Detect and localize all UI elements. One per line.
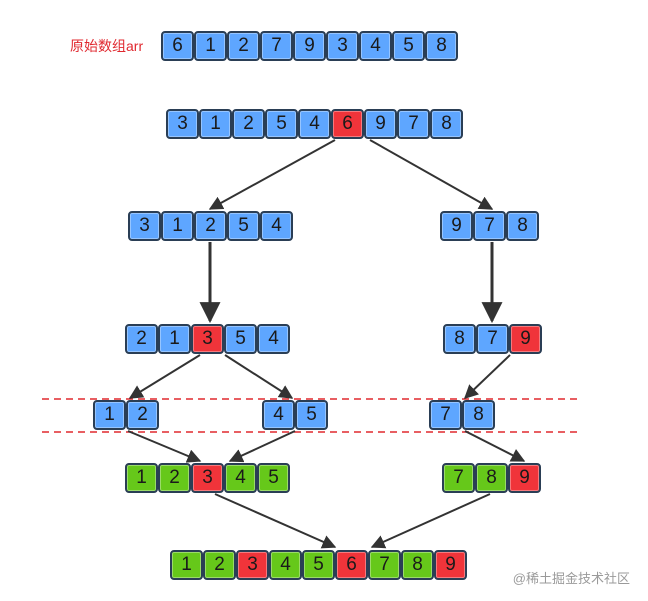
merge-arrow bbox=[214, 493, 337, 549]
split-arrow bbox=[224, 354, 294, 399]
array-cell: 9 bbox=[364, 109, 397, 139]
array-cell: 2 bbox=[125, 324, 158, 354]
array-cell: 2 bbox=[227, 31, 260, 61]
array-cell: 2 bbox=[194, 211, 227, 241]
array-cell: 8 bbox=[430, 109, 463, 139]
array-cell: 3 bbox=[128, 211, 161, 241]
array-cell: 2 bbox=[232, 109, 265, 139]
array-cell: 8 bbox=[506, 211, 539, 241]
array-cell: 5 bbox=[265, 109, 298, 139]
array-cell: 8 bbox=[425, 31, 458, 61]
array-cell: 1 bbox=[158, 324, 191, 354]
array-cell: 7 bbox=[368, 550, 401, 580]
array-cell: 3 bbox=[326, 31, 359, 61]
array-cell: 6 bbox=[331, 109, 364, 139]
array-cell: 4 bbox=[269, 550, 302, 580]
array-cell: 1 bbox=[199, 109, 232, 139]
array-cell: 8 bbox=[475, 463, 508, 493]
array-cell: 7 bbox=[429, 400, 462, 430]
array-cell: 5 bbox=[295, 400, 328, 430]
array-cell: 2 bbox=[158, 463, 191, 493]
array-cell: 4 bbox=[257, 324, 290, 354]
array-cell: 1 bbox=[125, 463, 158, 493]
merge-arrow bbox=[370, 493, 491, 549]
array-cell: 9 bbox=[440, 211, 473, 241]
array-cell: 5 bbox=[392, 31, 425, 61]
array-cell: 8 bbox=[462, 400, 495, 430]
array-cell: 5 bbox=[227, 211, 260, 241]
array-cell: 3 bbox=[191, 463, 224, 493]
array-cell: 9 bbox=[508, 463, 541, 493]
split-arrow bbox=[208, 139, 336, 210]
array-cell: 7 bbox=[442, 463, 475, 493]
array-cell: 8 bbox=[401, 550, 434, 580]
original-array-label: 原始数组arr bbox=[70, 38, 144, 54]
merge-arrow bbox=[464, 430, 526, 462]
array-cell: 1 bbox=[93, 400, 126, 430]
array-cell: 7 bbox=[397, 109, 430, 139]
array-cell: 3 bbox=[166, 109, 199, 139]
split-arrow bbox=[369, 139, 494, 210]
array-cell: 1 bbox=[170, 550, 203, 580]
array-cell: 1 bbox=[194, 31, 227, 61]
array-cell: 9 bbox=[293, 31, 326, 61]
array-cell: 5 bbox=[302, 550, 335, 580]
array-cell: 7 bbox=[260, 31, 293, 61]
split-arrow bbox=[128, 354, 201, 399]
array-cell: 8 bbox=[443, 324, 476, 354]
array-cell: 4 bbox=[298, 109, 331, 139]
array-cell: 4 bbox=[224, 463, 257, 493]
watermark: @稀土掘金技术社区 bbox=[512, 571, 630, 586]
array-cell: 5 bbox=[257, 463, 290, 493]
array-cell: 3 bbox=[191, 324, 224, 354]
array-cell: 6 bbox=[161, 31, 194, 61]
array-cell: 4 bbox=[260, 211, 293, 241]
array-cell: 2 bbox=[203, 550, 236, 580]
split-arrow bbox=[463, 354, 511, 399]
array-cell: 9 bbox=[509, 324, 542, 354]
array-cell: 2 bbox=[126, 400, 159, 430]
array-cell: 7 bbox=[476, 324, 509, 354]
array-cell: 4 bbox=[359, 31, 392, 61]
array-cell: 4 bbox=[262, 400, 295, 430]
merge-arrow bbox=[127, 430, 202, 463]
merge-arrow bbox=[228, 430, 296, 463]
array-cell: 6 bbox=[335, 550, 368, 580]
array-cell: 5 bbox=[224, 324, 257, 354]
array-cell: 7 bbox=[473, 211, 506, 241]
array-cell: 1 bbox=[161, 211, 194, 241]
array-cell: 9 bbox=[434, 550, 467, 580]
array-cell: 3 bbox=[236, 550, 269, 580]
